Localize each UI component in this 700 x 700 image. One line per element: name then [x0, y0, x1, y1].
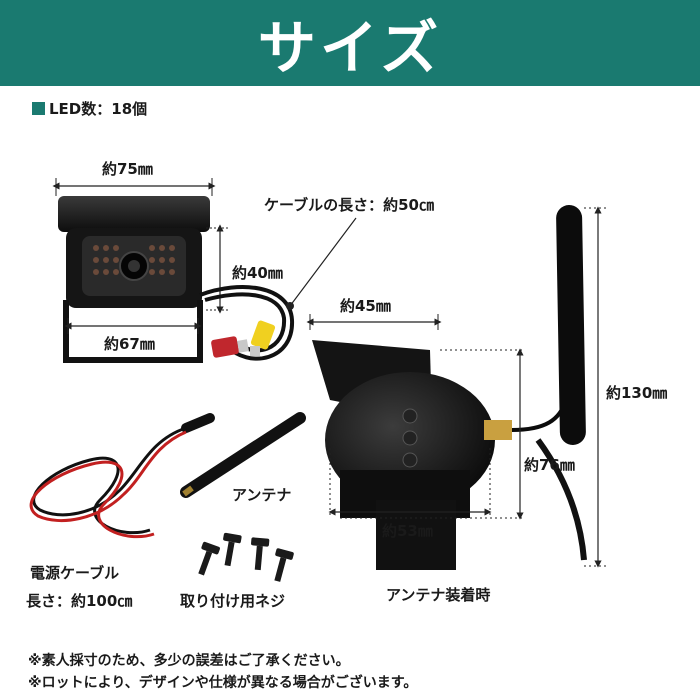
side-base-label: 約53㎜	[382, 522, 433, 540]
side-depth-label: 約45㎜	[340, 297, 391, 315]
power-cable-length-label: 長さ：約100㎝	[26, 592, 133, 610]
led-count: LED数：18個	[32, 98, 147, 119]
note-line: ※ロットにより、デザインや仕様が異なる場合がございます。	[28, 675, 418, 691]
led-count-text: LED数：18個	[49, 100, 148, 118]
spare-antenna	[180, 412, 306, 498]
bracket-width-label: 約67㎜	[104, 335, 155, 353]
page-title: サイズ	[257, 14, 443, 82]
antenna-mounted-label: アンテナ装着時	[386, 586, 491, 604]
cable-length-label: ケーブルの長さ：約50㎝	[264, 196, 434, 214]
camera-width-label: 約75㎜	[102, 160, 153, 178]
header-banner: サイズ	[0, 0, 700, 86]
power-cable	[29, 413, 215, 539]
notes: ※素人採寸のため、多少の誤差はご了承ください。 ※ロットにより、デザインや仕様が…	[28, 650, 417, 694]
camera-cable	[199, 217, 357, 361]
power-cable-label: 電源ケーブル	[30, 564, 120, 582]
mounting-screws	[198, 532, 294, 582]
front-camera	[52, 178, 228, 363]
screws-label: 取り付け用ネジ	[180, 592, 286, 610]
antenna-height-label: 約130㎜	[606, 384, 668, 402]
square-bullet-icon	[32, 102, 45, 115]
camera-height-label: 約40㎜	[232, 264, 283, 282]
antenna-label: アンテナ	[232, 486, 292, 504]
side-height-label: 約76㎜	[524, 456, 575, 474]
side-camera	[306, 205, 606, 570]
note-line: ※素人採寸のため、多少の誤差はご了承ください。	[28, 653, 350, 669]
